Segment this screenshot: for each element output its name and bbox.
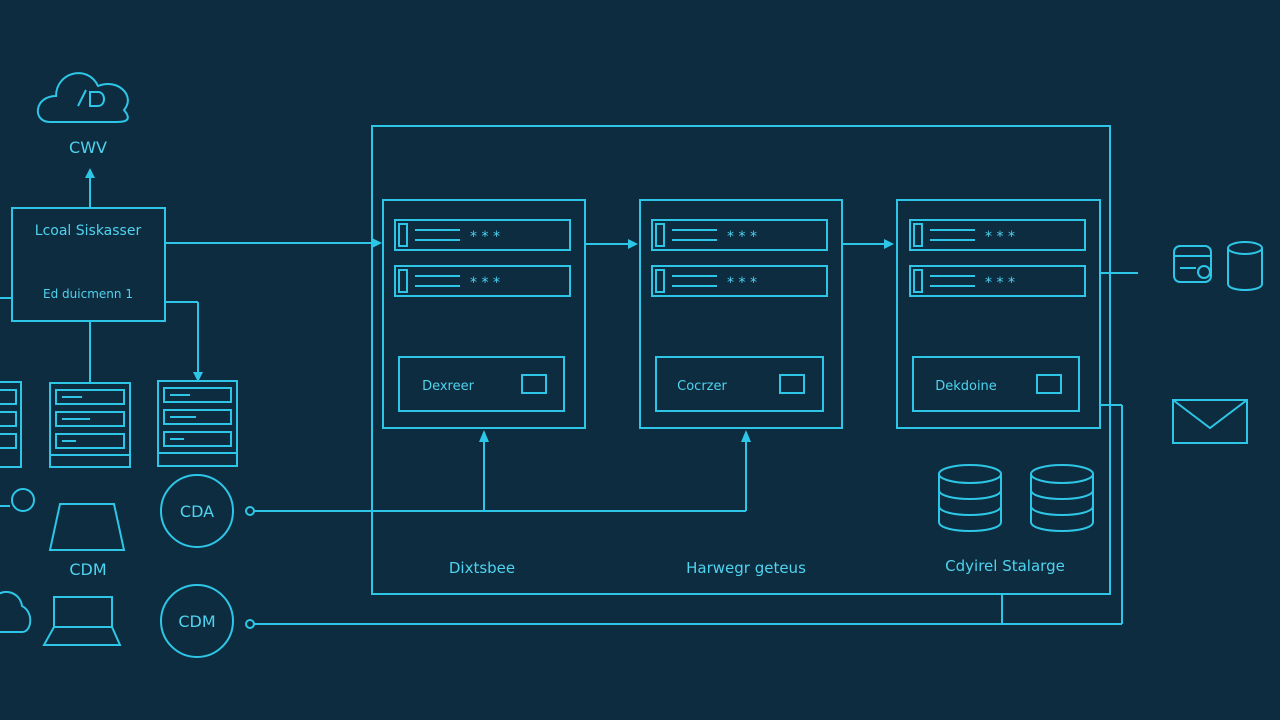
svg-text:* * *: * * * [985, 229, 1015, 245]
cluster-bottom-label: Dixtsbee [449, 559, 515, 577]
svg-text:* * *: * * * [470, 229, 500, 245]
server-rack-icon [157, 380, 238, 467]
load-balancer-title: Lcoal Siskasser [35, 223, 142, 239]
database-stack-icon [1030, 464, 1094, 532]
server-panel-1[interactable]: * * * * * * Dexreer [382, 199, 586, 429]
cluster-bottom-label: Harwegr geteus [686, 559, 806, 577]
connector [585, 239, 1138, 274]
server-panel-label: Dexreer [422, 379, 475, 394]
database-icon [1173, 245, 1212, 283]
cloud-icon [36, 72, 129, 123]
server-panel-label: Cocrzer [677, 379, 727, 394]
server-rack-icon [0, 381, 22, 468]
mail-icon[interactable] [1172, 399, 1248, 444]
left-node-cda[interactable]: CDA [160, 474, 234, 548]
database-icon [1227, 241, 1263, 291]
left-node-cdm[interactable]: CDM [160, 584, 234, 658]
laptop-icon [42, 596, 122, 646]
server-icon [1036, 374, 1062, 394]
database-stack-icon [938, 464, 1002, 532]
svg-text:* * *: * * * [727, 275, 757, 291]
server-panel-3[interactable]: * * * * * * Dekdoine [896, 199, 1101, 429]
circle-node-icon [0, 488, 35, 512]
server-panel-2[interactable]: * * * * * * Cocrzer [639, 199, 843, 429]
cloud-label: CWV [69, 138, 107, 157]
load-balancer-box[interactable]: Lcoal Siskasser Ed duicmenn 1 [11, 207, 166, 322]
server-rack-icon [49, 382, 131, 468]
left-node-label: CDM [178, 612, 215, 631]
server-panel-label: Dekdoine [935, 379, 997, 394]
connector [245, 404, 1123, 629]
svg-text:* * *: * * * [470, 275, 500, 291]
monitor-label: CDM [69, 560, 106, 579]
svg-text:* * *: * * * [727, 229, 757, 245]
cluster-container [371, 125, 1111, 595]
monitor-icon [48, 503, 126, 551]
svg-text:* * *: * * * [985, 275, 1015, 291]
cluster-bottom-label: Cdyirel Stalarge [945, 557, 1065, 575]
load-balancer-subtitle: Ed duicmenn 1 [43, 287, 133, 301]
server-icon [779, 374, 805, 394]
connector [85, 168, 95, 208]
cloud-icon [0, 590, 32, 633]
connector [0, 238, 382, 382]
server-icon [521, 374, 547, 394]
left-node-label: CDA [180, 502, 214, 521]
